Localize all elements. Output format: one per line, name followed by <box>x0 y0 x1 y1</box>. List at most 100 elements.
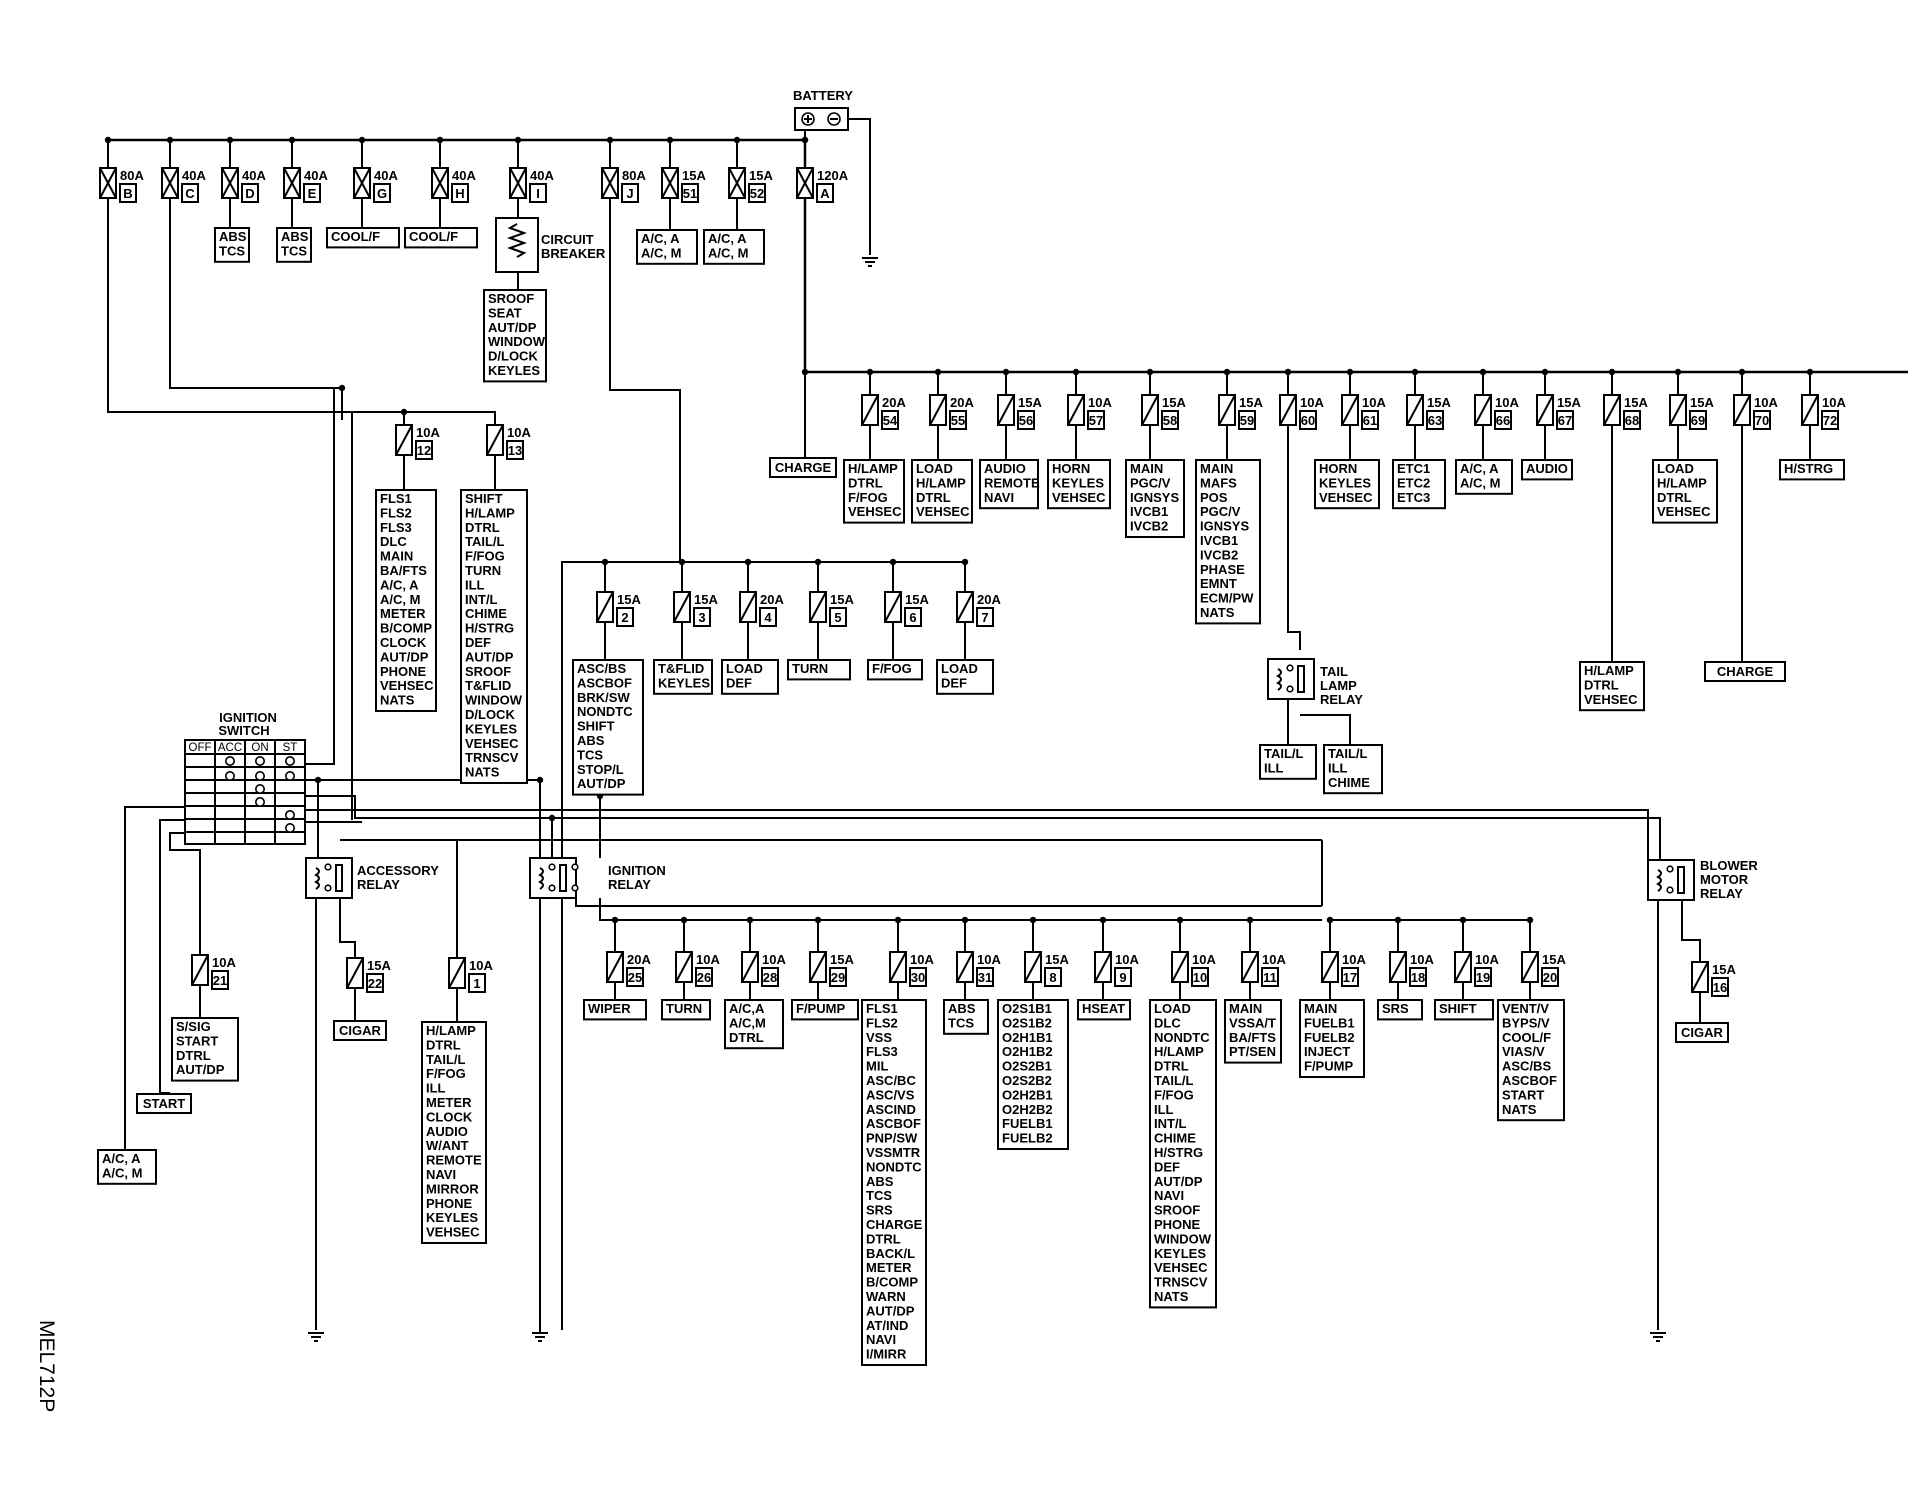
load-box: F/PUMP <box>791 999 859 1021</box>
fuse-element <box>673 591 691 623</box>
fuse-id-box <box>1361 410 1379 430</box>
load-label: A/C,A <box>729 1001 765 1016</box>
fuse-element <box>809 951 827 983</box>
fuse-element <box>1521 951 1539 983</box>
load-label: T&FLID <box>465 678 511 693</box>
load-label: T&FLID <box>658 661 704 676</box>
wire <box>1681 900 1701 962</box>
fuse-id: 60 <box>1301 413 1315 428</box>
right-bus <box>803 140 1908 374</box>
fuse-id-box <box>1474 967 1492 987</box>
fuse-rating: 40A <box>530 168 554 183</box>
load-label: ABS <box>219 229 247 244</box>
tail-lamp-relay-label: RELAY <box>1320 692 1363 707</box>
load-box: O2S1B1O2S1B2O2H1B1O2H1B2O2S2B1O2S2B2O2H2… <box>997 999 1069 1150</box>
load-box-border <box>843 459 905 524</box>
load-label: H/LAMP <box>848 461 898 476</box>
fuse-id: 2 <box>621 610 628 625</box>
fuse-element <box>1321 951 1339 983</box>
load-label: FLS2 <box>380 505 412 520</box>
fuse-rating: 10A <box>507 425 531 440</box>
load-label: SEAT <box>488 305 522 320</box>
load-label: SROOF <box>488 291 534 306</box>
load-label: A/C, A <box>380 577 419 592</box>
load-label: F/FOG <box>848 490 888 505</box>
wire <box>340 839 458 958</box>
load-label: ETC3 <box>1397 490 1430 505</box>
load-label: TAIL/L <box>1154 1073 1194 1088</box>
load-box-border <box>421 1021 487 1244</box>
load-label: ASCBOF <box>577 675 632 690</box>
load-box: H/STRG <box>1779 459 1845 481</box>
load-label: F/PUMP <box>1304 1059 1353 1074</box>
fuse-id-box <box>816 183 834 203</box>
circuit-breaker-label: BREAKER <box>541 246 606 261</box>
load-label: FUELB1 <box>1304 1015 1355 1030</box>
fuse-id-box <box>976 607 994 627</box>
fuse-id: 12 <box>417 443 431 458</box>
load-label: AUT/DP <box>866 1303 915 1318</box>
fuse-element <box>809 591 827 623</box>
accessory-relay-label: RELAY <box>357 877 400 892</box>
load-box-border <box>214 227 250 263</box>
fuse-rating: 10A <box>1495 395 1519 410</box>
load-box-border <box>460 489 528 784</box>
wire <box>169 198 343 420</box>
fuse-rating: 40A <box>242 168 266 183</box>
fuse-element <box>1691 961 1709 993</box>
load-box-border <box>867 659 923 681</box>
fuse-element <box>929 394 947 426</box>
fuse-id-box <box>1623 410 1641 430</box>
load-label: KEYLES <box>1052 475 1104 490</box>
load-label: VENT/V <box>1502 1001 1549 1016</box>
wire <box>339 898 356 958</box>
load-label: LOAD <box>941 661 978 676</box>
fuse-rating: 15A <box>1624 395 1648 410</box>
load-box: MAINMAFSPOSPGC/VIGNSYSIVCB1IVCB2PHASEEMN… <box>1195 459 1261 625</box>
load-label: D/LOCK <box>488 349 538 364</box>
ground-symbol <box>308 1332 324 1342</box>
load-box-border <box>1434 999 1494 1021</box>
fuse-id-box <box>241 183 259 203</box>
load-label: AUDIO <box>426 1124 468 1139</box>
load-box-border <box>703 229 765 265</box>
fuse-id-box <box>693 607 711 627</box>
load-label: NATS <box>1502 1102 1537 1117</box>
load-box-border <box>171 1017 239 1082</box>
load-box-border <box>375 489 437 712</box>
load-label: INT/L <box>465 592 498 607</box>
fuse-id-box <box>1494 410 1512 430</box>
load-box-border <box>404 227 478 249</box>
fuse-id-box <box>1556 410 1574 430</box>
load-label: AUT/DP <box>465 649 514 664</box>
fuse-rating: 10A <box>1475 952 1499 967</box>
fuse-id-box <box>881 410 899 430</box>
fuse-id: 58 <box>1163 413 1177 428</box>
load-label: AUDIO <box>984 461 1026 476</box>
load-label: VSSMTR <box>866 1145 921 1160</box>
load-label: ETC2 <box>1397 475 1430 490</box>
load-label: VEHSEC <box>1319 490 1373 505</box>
load-label: ILL <box>426 1081 446 1096</box>
load-label: NATS <box>465 765 500 780</box>
load-label: CHIME <box>465 606 507 621</box>
load-label: SHIFT <box>577 719 615 734</box>
load-label: TRNSCV <box>465 750 519 765</box>
load-label: SRS <box>866 1203 893 1218</box>
load-label: IGNSYS <box>1200 519 1249 534</box>
load-box: COOL/F <box>404 227 478 249</box>
load-box-border <box>997 999 1069 1150</box>
fuse-id-box <box>909 967 927 987</box>
ignition-switch-position: OFF <box>189 742 212 754</box>
fuse-id-box <box>119 183 137 203</box>
